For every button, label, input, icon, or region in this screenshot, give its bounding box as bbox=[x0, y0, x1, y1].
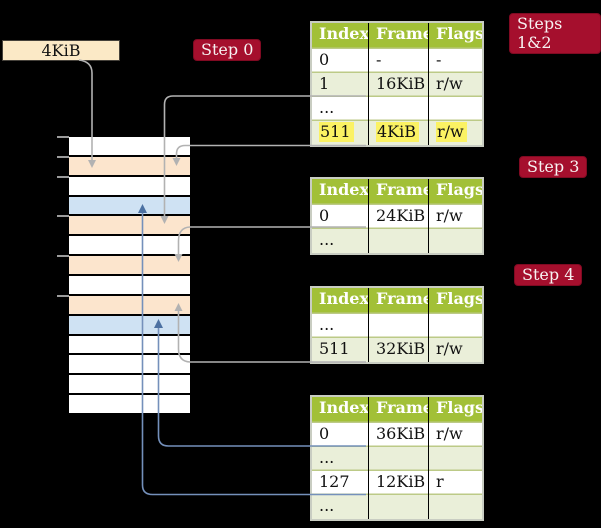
frame-4kib-label: 4KiB bbox=[2, 40, 120, 61]
column-header-index: Index bbox=[319, 24, 368, 43]
memory-frame-row-peach bbox=[69, 295, 190, 316]
column-header-flags: Flags bbox=[428, 288, 482, 314]
memory-frame-row-peach bbox=[69, 156, 190, 177]
memory-boundary-tick bbox=[57, 215, 69, 218]
column-header-frame: Frame bbox=[368, 23, 428, 49]
table-row: 0 36KiB r/w bbox=[312, 423, 482, 447]
table-row: ... bbox=[312, 447, 482, 471]
memory-frame-row-white bbox=[69, 137, 190, 157]
column-header-frame: Frame bbox=[368, 288, 428, 314]
memory-frame-row-white bbox=[69, 395, 190, 416]
column-header-flags: Flags bbox=[428, 23, 482, 49]
step-0-label: Step 0 bbox=[193, 39, 262, 61]
memory-frame-row-white bbox=[69, 355, 190, 376]
column-header-index: Index bbox=[319, 398, 368, 417]
memory-frame-row-peach bbox=[69, 216, 190, 237]
steps-1-2-label: Steps 1&2 bbox=[509, 13, 601, 54]
page-table-3: Index Frame Flags ... 511 32KiB r/w bbox=[310, 286, 484, 364]
table-row: 511 32KiB r/w bbox=[312, 338, 482, 362]
memory-frame-row-peach bbox=[69, 256, 190, 277]
column-header-index: Index bbox=[319, 180, 368, 199]
table-header-row: Index Frame Flags bbox=[312, 288, 482, 314]
memory-frame-row-blue bbox=[69, 196, 190, 217]
table-row: ... bbox=[312, 229, 482, 253]
memory-frame-row-white bbox=[69, 236, 190, 257]
memory-frame-row-white bbox=[69, 176, 190, 197]
page-table-1: Index Frame Flags 0 - - 1 16KiB r/w ... … bbox=[310, 21, 484, 147]
memory-boundary-tick bbox=[57, 155, 69, 158]
column-header-index: Index bbox=[319, 289, 368, 308]
memory-boundary-tick bbox=[57, 175, 69, 178]
memory-boundary-tick bbox=[57, 255, 69, 258]
column-header-frame: Frame bbox=[368, 397, 428, 423]
table-header-row: Index Frame Flags bbox=[312, 23, 482, 49]
table-row: 127 12KiB r bbox=[312, 471, 482, 495]
column-header-flags: Flags bbox=[428, 179, 482, 205]
page-table-4: Index Frame Flags 0 36KiB r/w ... 127 12… bbox=[310, 395, 484, 521]
step-3-label: Step 3 bbox=[519, 156, 588, 178]
table-row: 0 24KiB r/w bbox=[312, 205, 482, 229]
arrow-table1-entry511-to-4kib bbox=[172, 144, 366, 166]
physical-memory-stack bbox=[69, 137, 190, 416]
memory-frame-row-white bbox=[69, 335, 190, 356]
memory-frame-row-white bbox=[69, 276, 190, 296]
table-header-row: Index Frame Flags bbox=[312, 397, 482, 423]
memory-boundary-tick bbox=[57, 294, 69, 297]
table-row: ... bbox=[312, 97, 482, 121]
table-row: 0 - - bbox=[312, 49, 482, 73]
table-row: 1 16KiB r/w bbox=[312, 73, 482, 97]
step-4-label: Step 4 bbox=[514, 264, 583, 286]
memory-frame-row-blue bbox=[69, 315, 190, 336]
column-header-frame: Frame bbox=[368, 179, 428, 205]
table-row: ... bbox=[312, 314, 482, 338]
table-row: ... bbox=[312, 495, 482, 519]
memory-frame-row-white bbox=[69, 375, 190, 396]
column-header-flags: Flags bbox=[428, 397, 482, 423]
memory-boundary-tick bbox=[57, 136, 69, 138]
table-header-row: Index Frame Flags bbox=[312, 179, 482, 205]
page-table-2: Index Frame Flags 0 24KiB r/w ... bbox=[310, 177, 484, 255]
table-row-highlighted: 511 4KiB r/w bbox=[312, 121, 482, 145]
